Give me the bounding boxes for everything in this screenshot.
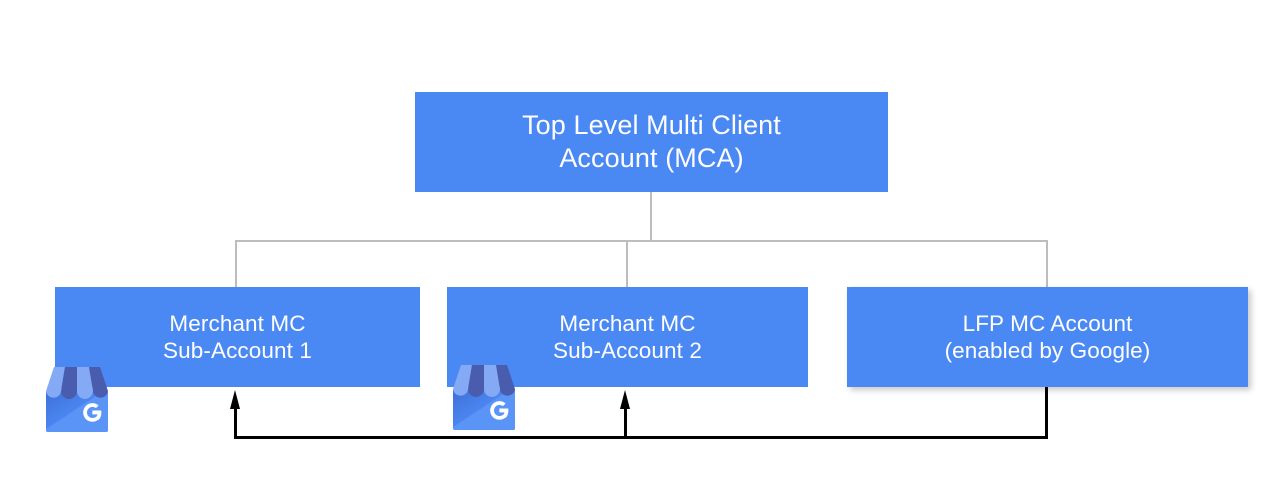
connector-drop-lfp xyxy=(1046,240,1048,288)
connector-mca-stem xyxy=(650,192,652,241)
arrow-shaft xyxy=(234,407,237,439)
feed-line-from-lfp xyxy=(1045,387,1048,439)
node-sub1-line2: Sub-Account 1 xyxy=(163,338,312,363)
feed-arrow-to-sub1 xyxy=(230,390,241,439)
node-sub2-line1: Merchant MC xyxy=(559,310,696,336)
connector-drop-sub2 xyxy=(626,240,628,288)
google-my-business-icon xyxy=(453,365,515,430)
arrowhead-icon xyxy=(230,390,240,409)
node-mca-line2: Account (MCA) xyxy=(559,143,744,173)
node-lfp-line1: LFP MC Account xyxy=(962,310,1133,336)
feed-arrow-to-sub2 xyxy=(620,390,631,439)
node-lfp-mc-account[interactable]: LFP MC Account (enabled by Google) xyxy=(847,287,1248,387)
node-merchant-sub-account-2[interactable]: Merchant MC Sub-Account 2 xyxy=(447,287,808,387)
node-sub1-line1: Merchant MC xyxy=(169,310,306,336)
node-lfp-label: LFP MC Account (enabled by Google) xyxy=(847,310,1248,365)
node-mca-label: Top Level Multi Client Account (MCA) xyxy=(415,109,888,175)
arrowhead-icon xyxy=(620,390,630,409)
node-lfp-line2: (enabled by Google) xyxy=(944,338,1151,363)
connector-drop-sub1 xyxy=(235,240,237,288)
node-top-level-mca[interactable]: Top Level Multi Client Account (MCA) xyxy=(415,92,888,192)
node-merchant-sub-account-1[interactable]: Merchant MC Sub-Account 1 xyxy=(55,287,420,387)
arrow-shaft xyxy=(624,407,627,439)
connector-horizontal-bus xyxy=(235,240,1048,242)
node-sub2-line2: Sub-Account 2 xyxy=(553,338,702,363)
node-sub1-label: Merchant MC Sub-Account 1 xyxy=(55,310,420,365)
node-sub2-label: Merchant MC Sub-Account 2 xyxy=(447,310,808,365)
node-mca-line1: Top Level Multi Client xyxy=(522,110,781,141)
feed-line-horizontal xyxy=(235,436,1048,439)
google-my-business-icon xyxy=(46,367,108,432)
